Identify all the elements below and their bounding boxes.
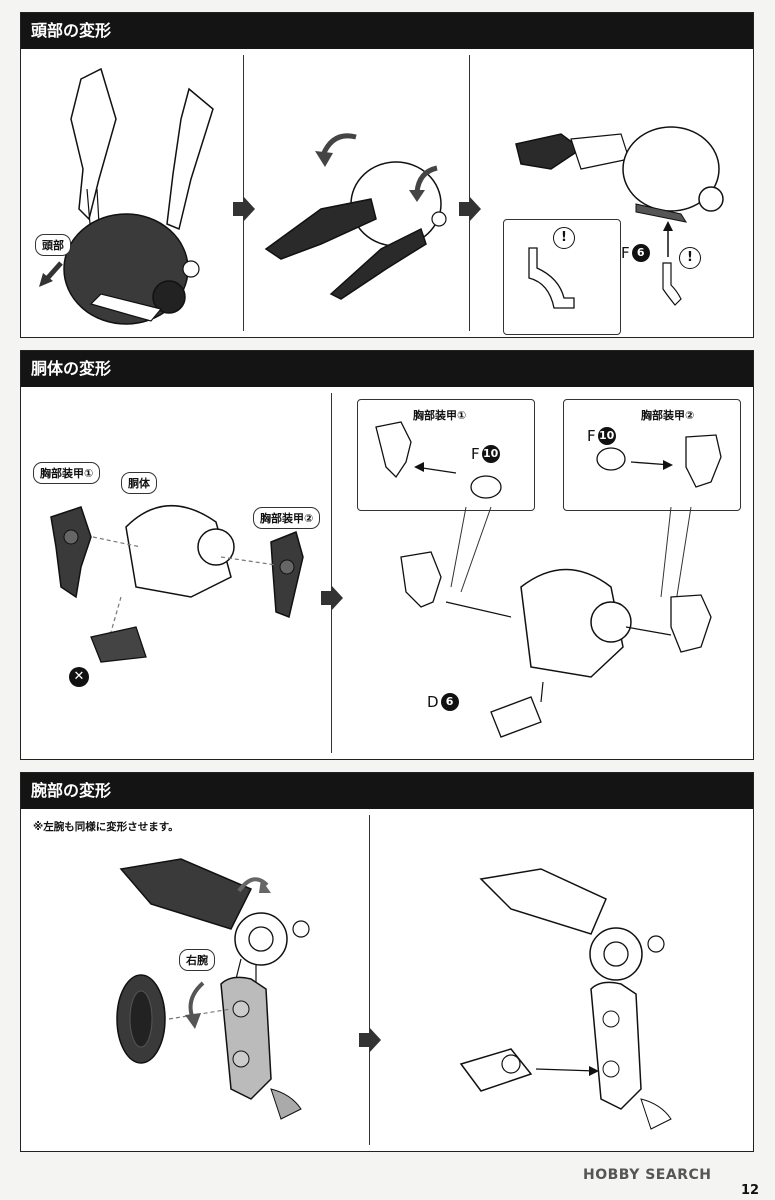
step-arrow-icon-4 [359,1027,381,1053]
head-illustration-step3 [515,126,724,223]
part-number: 6 [631,244,650,262]
callout-pointer-lines [450,506,692,603]
head-illustration-step2 [264,161,447,300]
page-number: 12 [741,1183,760,1198]
head-section-title: 頭部の変形 [21,13,753,49]
arm-section: 腕部の変形 ※左腕も同様に変形させます。 右腕 [20,772,754,1152]
head-section: 頭部の変形 頭部 [20,12,754,338]
torso-divider [331,393,332,753]
arm-section-title: 腕部の変形 [21,773,753,809]
head-illustration-step1 [63,67,214,325]
joint-part-detail [528,247,575,309]
torso-section-body: 胸部装甲① 胴体 胸部装甲② ✕ 胸部装甲① F 10 [21,387,753,759]
warning-icon: ! [553,227,575,249]
arm-section-body: ※左腕も同様に変形させます。 右腕 [21,809,753,1151]
step-arrow-icon [233,196,255,222]
brand-watermark: HOBBY SEARCH [583,1167,712,1183]
insert-arrow-icon [663,221,673,257]
arm-note: ※左腕も同様に変形させます。 [33,821,179,833]
part-number: 6 [440,693,459,711]
part-ref-d6: D 6 [427,693,459,711]
rotate-arrow-icon-5 [185,981,205,1029]
warning-icon-2: ! [679,247,701,269]
part-letter: F [587,427,596,445]
part-letter: D [427,693,439,711]
part-ref-f10-a: F 10 [471,445,500,463]
body-label: 胴体 [121,472,157,494]
part-ref-f10-b: F 10 [587,427,616,445]
part-number: 10 [481,445,500,463]
part-letter: F [471,445,480,463]
remove-mark-icon: ✕ [69,667,89,687]
part-ref-f6: F 6 [621,244,650,262]
head-section-body: 頭部 [21,49,753,337]
right-arm-label: 右腕 [179,949,215,971]
torso-illustration-step1 [50,504,304,663]
rotate-arrow-icon-4 [237,877,271,893]
chest-armor-2-label: 胸部装甲② [253,507,321,529]
arm-illustration-step1 [116,858,310,1120]
step-arrow-icon-3 [321,585,343,611]
chest-armor-1-label: 胸部装甲① [33,462,101,484]
torso-illustration-step2 [400,551,712,738]
callout-2-title: 胸部装甲② [641,409,695,422]
rotate-arrow-icon [39,261,63,287]
arm-illustration-step2 [459,868,672,1130]
part-letter: F [621,244,630,262]
arm-divider [369,815,370,1145]
head-label: 頭部 [35,234,71,256]
rotate-arrow-icon-3 [409,165,438,202]
rotate-arrow-icon-2 [315,133,357,167]
head-divider-2 [469,55,470,331]
torso-section-title: 胴体の変形 [21,351,753,387]
chest-armor-1-detail [375,421,502,499]
part-number: 10 [597,427,616,445]
step-arrow-icon-2 [459,196,481,222]
callout-1-title: 胸部装甲① [413,409,467,422]
torso-section: 胴体の変形 胸部装甲① 胴体 胸部装甲② ✕ 胸部装甲① F 10 [20,350,754,760]
joint-part-small [662,262,682,306]
chest-armor-2-detail [596,434,722,488]
head-divider-1 [243,55,244,331]
